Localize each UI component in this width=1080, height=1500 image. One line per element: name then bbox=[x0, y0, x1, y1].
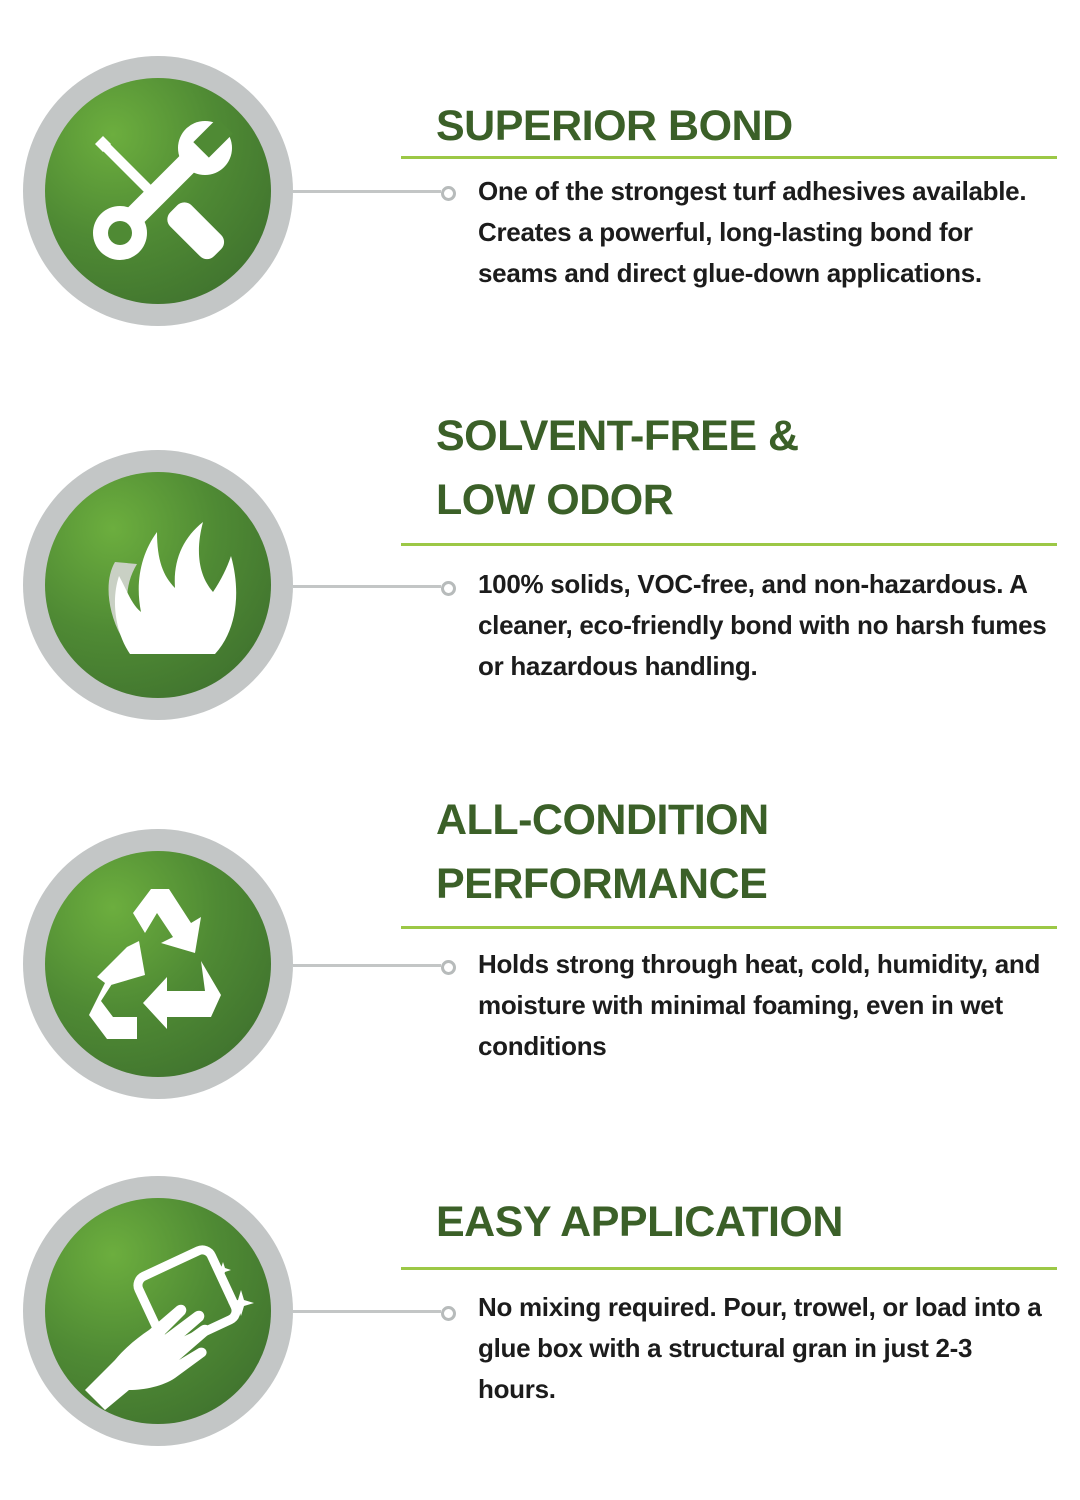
flame-icon bbox=[108, 522, 237, 654]
feature-title-line: SUPERIOR BOND bbox=[436, 102, 793, 150]
feature-description: 100% solids, VOC-free, and non-hazardous… bbox=[478, 569, 1047, 681]
feature-title: SUPERIOR BOND bbox=[436, 94, 1056, 158]
connector-node bbox=[441, 960, 456, 975]
recycle-icon bbox=[89, 889, 221, 1039]
feature-title: EASY APPLICATION bbox=[436, 1190, 1056, 1254]
feature-title-line: SOLVENT-FREE & bbox=[436, 412, 799, 460]
feature-title-line: ALL-CONDITION bbox=[436, 796, 769, 844]
feature-title-line: LOW ODOR bbox=[436, 476, 674, 524]
feature-icon-disc bbox=[45, 78, 271, 304]
title-underline bbox=[401, 543, 1057, 546]
feature-description: No mixing required. Pour, trowel, or loa… bbox=[478, 1292, 1042, 1404]
feature-icon-badge bbox=[23, 829, 293, 1099]
connector-line bbox=[293, 964, 441, 967]
feature-description: Holds strong through heat, cold, humidit… bbox=[478, 949, 1041, 1061]
feature-icon-badge bbox=[23, 56, 293, 326]
feature-title: SOLVENT-FREE & LOW ODOR bbox=[436, 404, 1056, 532]
feature-title-line: EASY APPLICATION bbox=[436, 1198, 843, 1246]
feature-title: ALL-CONDITION PERFORMANCE bbox=[436, 788, 1056, 916]
feature-description: One of the strongest turf adhesives avai… bbox=[478, 176, 1027, 288]
title-underline bbox=[401, 1267, 1057, 1270]
connector-line bbox=[293, 1310, 441, 1313]
connector-node bbox=[441, 581, 456, 596]
feature-title-line: PERFORMANCE bbox=[436, 860, 768, 908]
feature-icon-badge bbox=[23, 450, 293, 720]
connector-node bbox=[441, 186, 456, 201]
feature-icon-disc bbox=[45, 472, 271, 698]
connector-node bbox=[441, 1306, 456, 1321]
connector-line bbox=[293, 585, 441, 588]
title-underline bbox=[401, 926, 1057, 929]
feature-icon-badge bbox=[23, 1176, 293, 1446]
connector-line bbox=[293, 190, 441, 193]
feature-icon-disc bbox=[45, 851, 271, 1077]
title-underline bbox=[401, 156, 1057, 159]
tools-icon bbox=[93, 118, 233, 260]
hand-wiping-icon bbox=[85, 1245, 254, 1410]
feature-icon-disc bbox=[45, 1198, 271, 1424]
